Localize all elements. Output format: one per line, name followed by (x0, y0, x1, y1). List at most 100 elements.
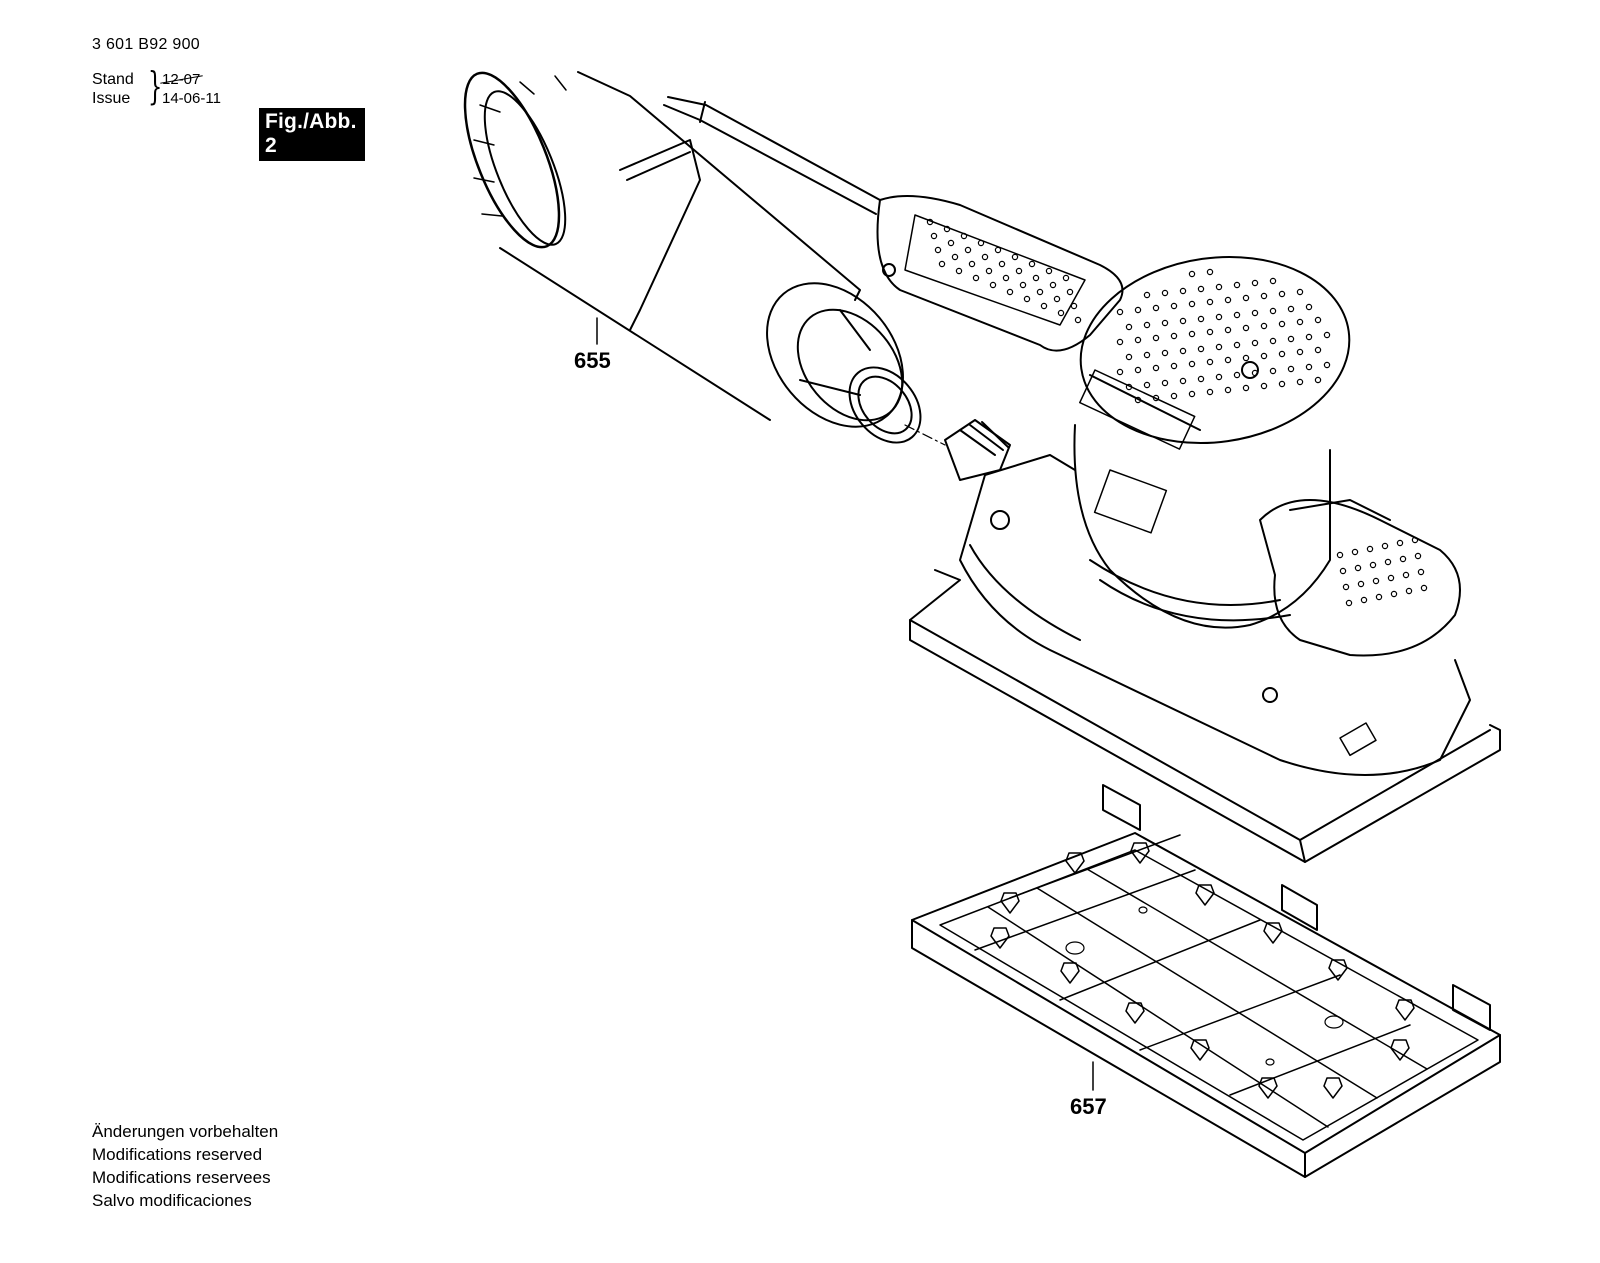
grip-dot (1161, 349, 1169, 357)
issue-date: 14-06-11 (162, 90, 221, 107)
grip-dot (1062, 274, 1070, 282)
grip-dot (1011, 253, 1019, 261)
grip-dot (1206, 328, 1214, 336)
grip-dot (1296, 378, 1304, 386)
grip-dot (994, 246, 1002, 254)
grip-dot (1074, 316, 1082, 324)
revision-dates: 12-07 14-06-11 (162, 70, 221, 108)
grip-dot (1023, 295, 1031, 303)
grip-dot (1278, 320, 1286, 328)
grip-dot (1417, 568, 1425, 576)
grip-dot (943, 225, 951, 233)
grip-dot (951, 253, 959, 261)
grip-dot (972, 274, 980, 282)
plate-cones (990, 842, 1415, 1099)
grip-dot (1049, 281, 1057, 289)
grip-dot (960, 232, 968, 240)
plate-cone (1395, 999, 1415, 1021)
grip-dot (1161, 289, 1169, 297)
grip-dot (1197, 315, 1205, 323)
grip-dot (1206, 358, 1214, 366)
grip-dot (1260, 352, 1268, 360)
grip-dot (1405, 587, 1413, 595)
perforation-plate-657 (911, 784, 1501, 1178)
brace-icon: } (147, 64, 163, 108)
footer-notes: Änderungen vorbehalten Modifications res… (92, 1120, 278, 1212)
grip-dot (1251, 369, 1259, 377)
dust-bag-655 (463, 71, 946, 446)
grip-dot (1233, 311, 1241, 319)
revision-block: Stand Issue } 12-07 14-06-11 Fig./Abb. 2 (92, 66, 365, 161)
grip-dot (1134, 336, 1142, 344)
grip-dot (1357, 580, 1365, 588)
grip-dot (1116, 308, 1124, 316)
grip-dot (1251, 339, 1259, 347)
grip-dot (1305, 333, 1313, 341)
grip-dot (1305, 303, 1313, 311)
grip-dot (1351, 548, 1359, 556)
grip-dot (1188, 270, 1196, 278)
grip-dot (1233, 341, 1241, 349)
grip-dot (1260, 382, 1268, 390)
grip-dot (1045, 267, 1053, 275)
grip-dot (1161, 379, 1169, 387)
grip-dot (1161, 319, 1169, 327)
grip-dot (998, 260, 1006, 268)
grip-dot (1206, 268, 1214, 276)
grip-dot (1242, 324, 1250, 332)
grip-dot (1152, 394, 1160, 402)
grip-dot (1242, 294, 1250, 302)
grip-dot (1143, 321, 1151, 329)
grip-dot (1387, 574, 1395, 582)
grip-dot (1066, 288, 1074, 296)
old-date-struck: 12-07 (162, 71, 201, 88)
grip-dot (938, 260, 946, 268)
grip-dot (1206, 388, 1214, 396)
issue-label: Issue (92, 90, 131, 107)
grip-dot (1411, 536, 1419, 544)
grip-dot (1125, 323, 1133, 331)
plate-cone (1060, 962, 1080, 984)
grip-dot (977, 239, 985, 247)
revision-labels: Stand Issue (92, 70, 134, 108)
grip-dot (1402, 571, 1410, 579)
grip-dot (1006, 288, 1014, 296)
grip-dot (1125, 383, 1133, 391)
grip-dot (1345, 599, 1353, 607)
grip-dot (1170, 362, 1178, 370)
plate-cone (1258, 1077, 1278, 1099)
plate-cone (1390, 1039, 1410, 1061)
grip-dot (968, 260, 976, 268)
grip-dot (1197, 345, 1205, 353)
grip-dot (1372, 577, 1380, 585)
grip-dot (1366, 545, 1374, 553)
grip-dot (1170, 332, 1178, 340)
grip-dot (1278, 290, 1286, 298)
grip-dot (1339, 567, 1347, 575)
grip-dot (1036, 288, 1044, 296)
grip-dot (1116, 368, 1124, 376)
grip-dot (1170, 302, 1178, 310)
footer-line-fr: Modifications reservees (92, 1168, 271, 1187)
footer-line-es: Salvo modificaciones (92, 1191, 252, 1210)
grip-dot (1224, 326, 1232, 334)
grip-dot (1215, 373, 1223, 381)
grip-dot (964, 246, 972, 254)
grip-dot (1143, 291, 1151, 299)
grip-dot (1019, 281, 1027, 289)
grip-dot (1305, 363, 1313, 371)
grip-dot (1342, 583, 1350, 591)
grip-dot (989, 281, 997, 289)
grip-dot (1278, 380, 1286, 388)
grip-dot (1233, 281, 1241, 289)
grip-dot (1215, 313, 1223, 321)
grip-dot (930, 232, 938, 240)
grip-dot (1396, 539, 1404, 547)
footer-line-en: Modifications reserved (92, 1145, 263, 1164)
grip-dot (1384, 558, 1392, 566)
plate-cone (1000, 892, 1020, 914)
plate-cone (1125, 1002, 1145, 1024)
grip-dot (1287, 305, 1295, 313)
grip-dot (1134, 306, 1142, 314)
